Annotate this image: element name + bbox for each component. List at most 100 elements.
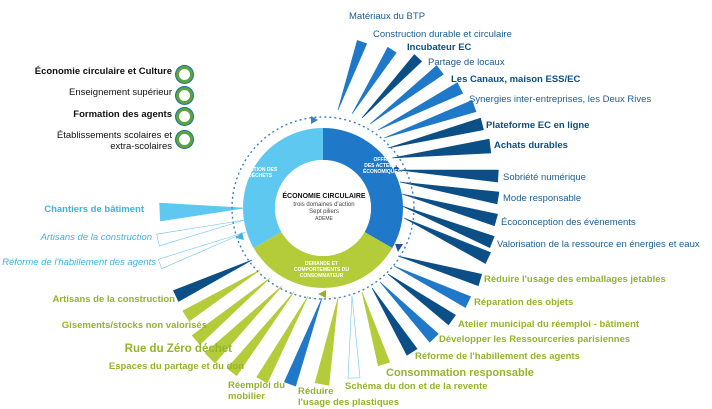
center-title: ÉCONOMIE CIRCULAIRE [282,193,366,200]
segment-offer-line3: ÉCONOMIQUES [363,168,402,175]
offer-label-digital-sobriety: Sobriété numérique [503,172,586,183]
offer-label-btp-materials: Matériaux du BTP [349,11,426,22]
offer-label-fashion: Mode responsable [503,193,582,204]
demand-label-furniture-line2: mobilier [228,390,265,402]
ray-wedge [371,287,418,356]
segment-waste-caption: GESTION DES DÉCHETS [243,167,278,180]
legend-training: Formation des agents [73,109,172,120]
waste-segment [243,128,323,248]
ray-wedge [283,297,323,387]
ray-wedge [314,297,339,386]
legend-ring-icon [176,131,193,148]
arrow-left-icon [236,232,244,240]
waste-label-clothing-reform: Réforme de l'habillement des agents [2,257,156,268]
legend-schools-line2: extra-scolaires [110,140,172,152]
arrow-bottom-icon [318,290,326,298]
segment-offer-line1: OFFRE [373,157,391,163]
demand-label-stocks: Gisements/stocks non valorisés [61,320,207,331]
legend-schools-line1: Établissements scolaires et [56,130,172,141]
dotted-orbit [231,116,415,300]
ray-wedge [159,202,246,222]
segment-demand-caption: DEMANDE ET COMPORTEMENTS DU CONSOMMATEUR [294,261,349,279]
rays-group [156,39,500,387]
demand-label-artisans: Artisans de la construction [52,294,175,305]
ray-wedge [387,117,484,149]
ray-wedge [191,277,271,346]
demand-label-responsible-consumption: Consommation responsable [386,367,534,379]
offer-label-valorisation: Valorisation de la ressource en énergies… [497,239,700,250]
segment-waste-line1: GESTION DES [243,167,278,173]
legend-ring-icon [176,66,193,83]
segment-demand-line2: COMPORTEMENTS DU [294,266,349,273]
ray-wedge [383,99,477,139]
ray-wedge [391,138,492,159]
segment-demand-line1: DEMANDE ET [304,261,339,267]
ray-wedge [182,269,261,322]
ray-wedge [397,255,483,287]
ray-wedge [401,205,495,248]
legend-culture: Économie circulaire et Culture [34,66,172,77]
ray-wedge [173,259,253,302]
demand-label-ressourceries: Développer les Ressourceries parisiennes [439,334,631,345]
center-disc [275,160,371,256]
ray-wedge [256,295,309,384]
demand-label-plastics: Réduire l'usage des plastiques [298,386,399,409]
center-line1: trois domaines d'action [293,202,355,208]
ray-wedge [379,281,439,343]
ray-wedge [387,273,456,326]
center-text: ÉCONOMIE CIRCULAIRE trois domaines d'act… [270,193,378,222]
ray-wedge [337,39,368,111]
demand-label-reuse-workshop: Atelier municipal du réemploi - bâtiment [458,319,640,330]
demand-label-furniture-line1: Réemploi du [228,380,286,391]
offer-label-eco-design: Écoconception des évènements [501,217,636,228]
segment-offer-line2: DES ACTEURS [364,162,400,169]
center-line3: ADEME [315,216,333,222]
ray-wedge [369,65,444,125]
offer-label-construction: Construction durable et circulaire [373,29,512,40]
ray-wedge [157,231,247,270]
waste-label-artisans: Artisans de la construction [40,232,152,243]
ray-wedge [397,169,499,183]
demand-label-packaging: Réduire l'usage des emballages jetables [484,274,666,285]
ray-wedge [226,291,295,377]
demand-label-plastics-line2: l'usage des plastiques [298,396,399,408]
arrow-top-icon [311,116,318,124]
legend-higher-ed: Enseignement supérieur [69,87,172,98]
center-line2: Sept piliers [309,209,339,215]
demand-label-clothing-reform: Réforme de l'habillement des agents [415,351,580,362]
ray-wedge [361,54,423,119]
ray-wedge [399,181,500,205]
arrow-lower-right-icon [395,244,403,252]
demand-label-zero-waste-street: Rue du Zéro déchet [124,343,232,355]
offer-label-canaux: Les Canaux, maison ESS/EC [451,74,581,85]
ray-wedge [401,193,498,227]
offer-label-synergies: Synergies inter-entreprises, les Deux Ri… [469,94,652,105]
ray-wedge [351,46,397,115]
offer-segment [323,128,404,248]
offer-label-purchasing: Achats durables [494,140,568,151]
segment-demand-line3: CONSOMMATEUR [299,272,344,279]
offer-label-platform: Plateforme EC en ligne [486,120,590,131]
demand-label-furniture: Réemploi du mobilier [228,380,286,403]
waste-label-building-sites: Chantiers de bâtiment [44,204,144,215]
arrow-right-icon [392,165,402,172]
ray-wedge [393,265,472,308]
offer-label-incubator: Incubateur EC [407,42,472,53]
ray-wedge [204,285,283,364]
ray-wedge [347,295,361,379]
demand-label-plastics-line1: Réduire [298,386,334,397]
ray-wedge [361,291,391,367]
ray-wedge [377,82,464,131]
segment-waste-line2: DÉCHETS [248,172,273,179]
ray-wedge [403,217,491,264]
ray-wedge [156,219,246,247]
demand-segment [253,232,393,289]
demand-label-sharing-spaces: Espaces du partage et du don [108,361,244,372]
legend-schools: Établissements scolaires et extra-scolai… [56,130,172,153]
demand-label-donation-scheme: Schéma du don et de la revente [345,381,488,392]
legend-ring-icon [176,87,193,104]
demand-label-repair: Réparation des objets [474,297,574,308]
segment-offer-caption: OFFRE DES ACTEURS ÉCONOMIQUES [363,157,402,175]
